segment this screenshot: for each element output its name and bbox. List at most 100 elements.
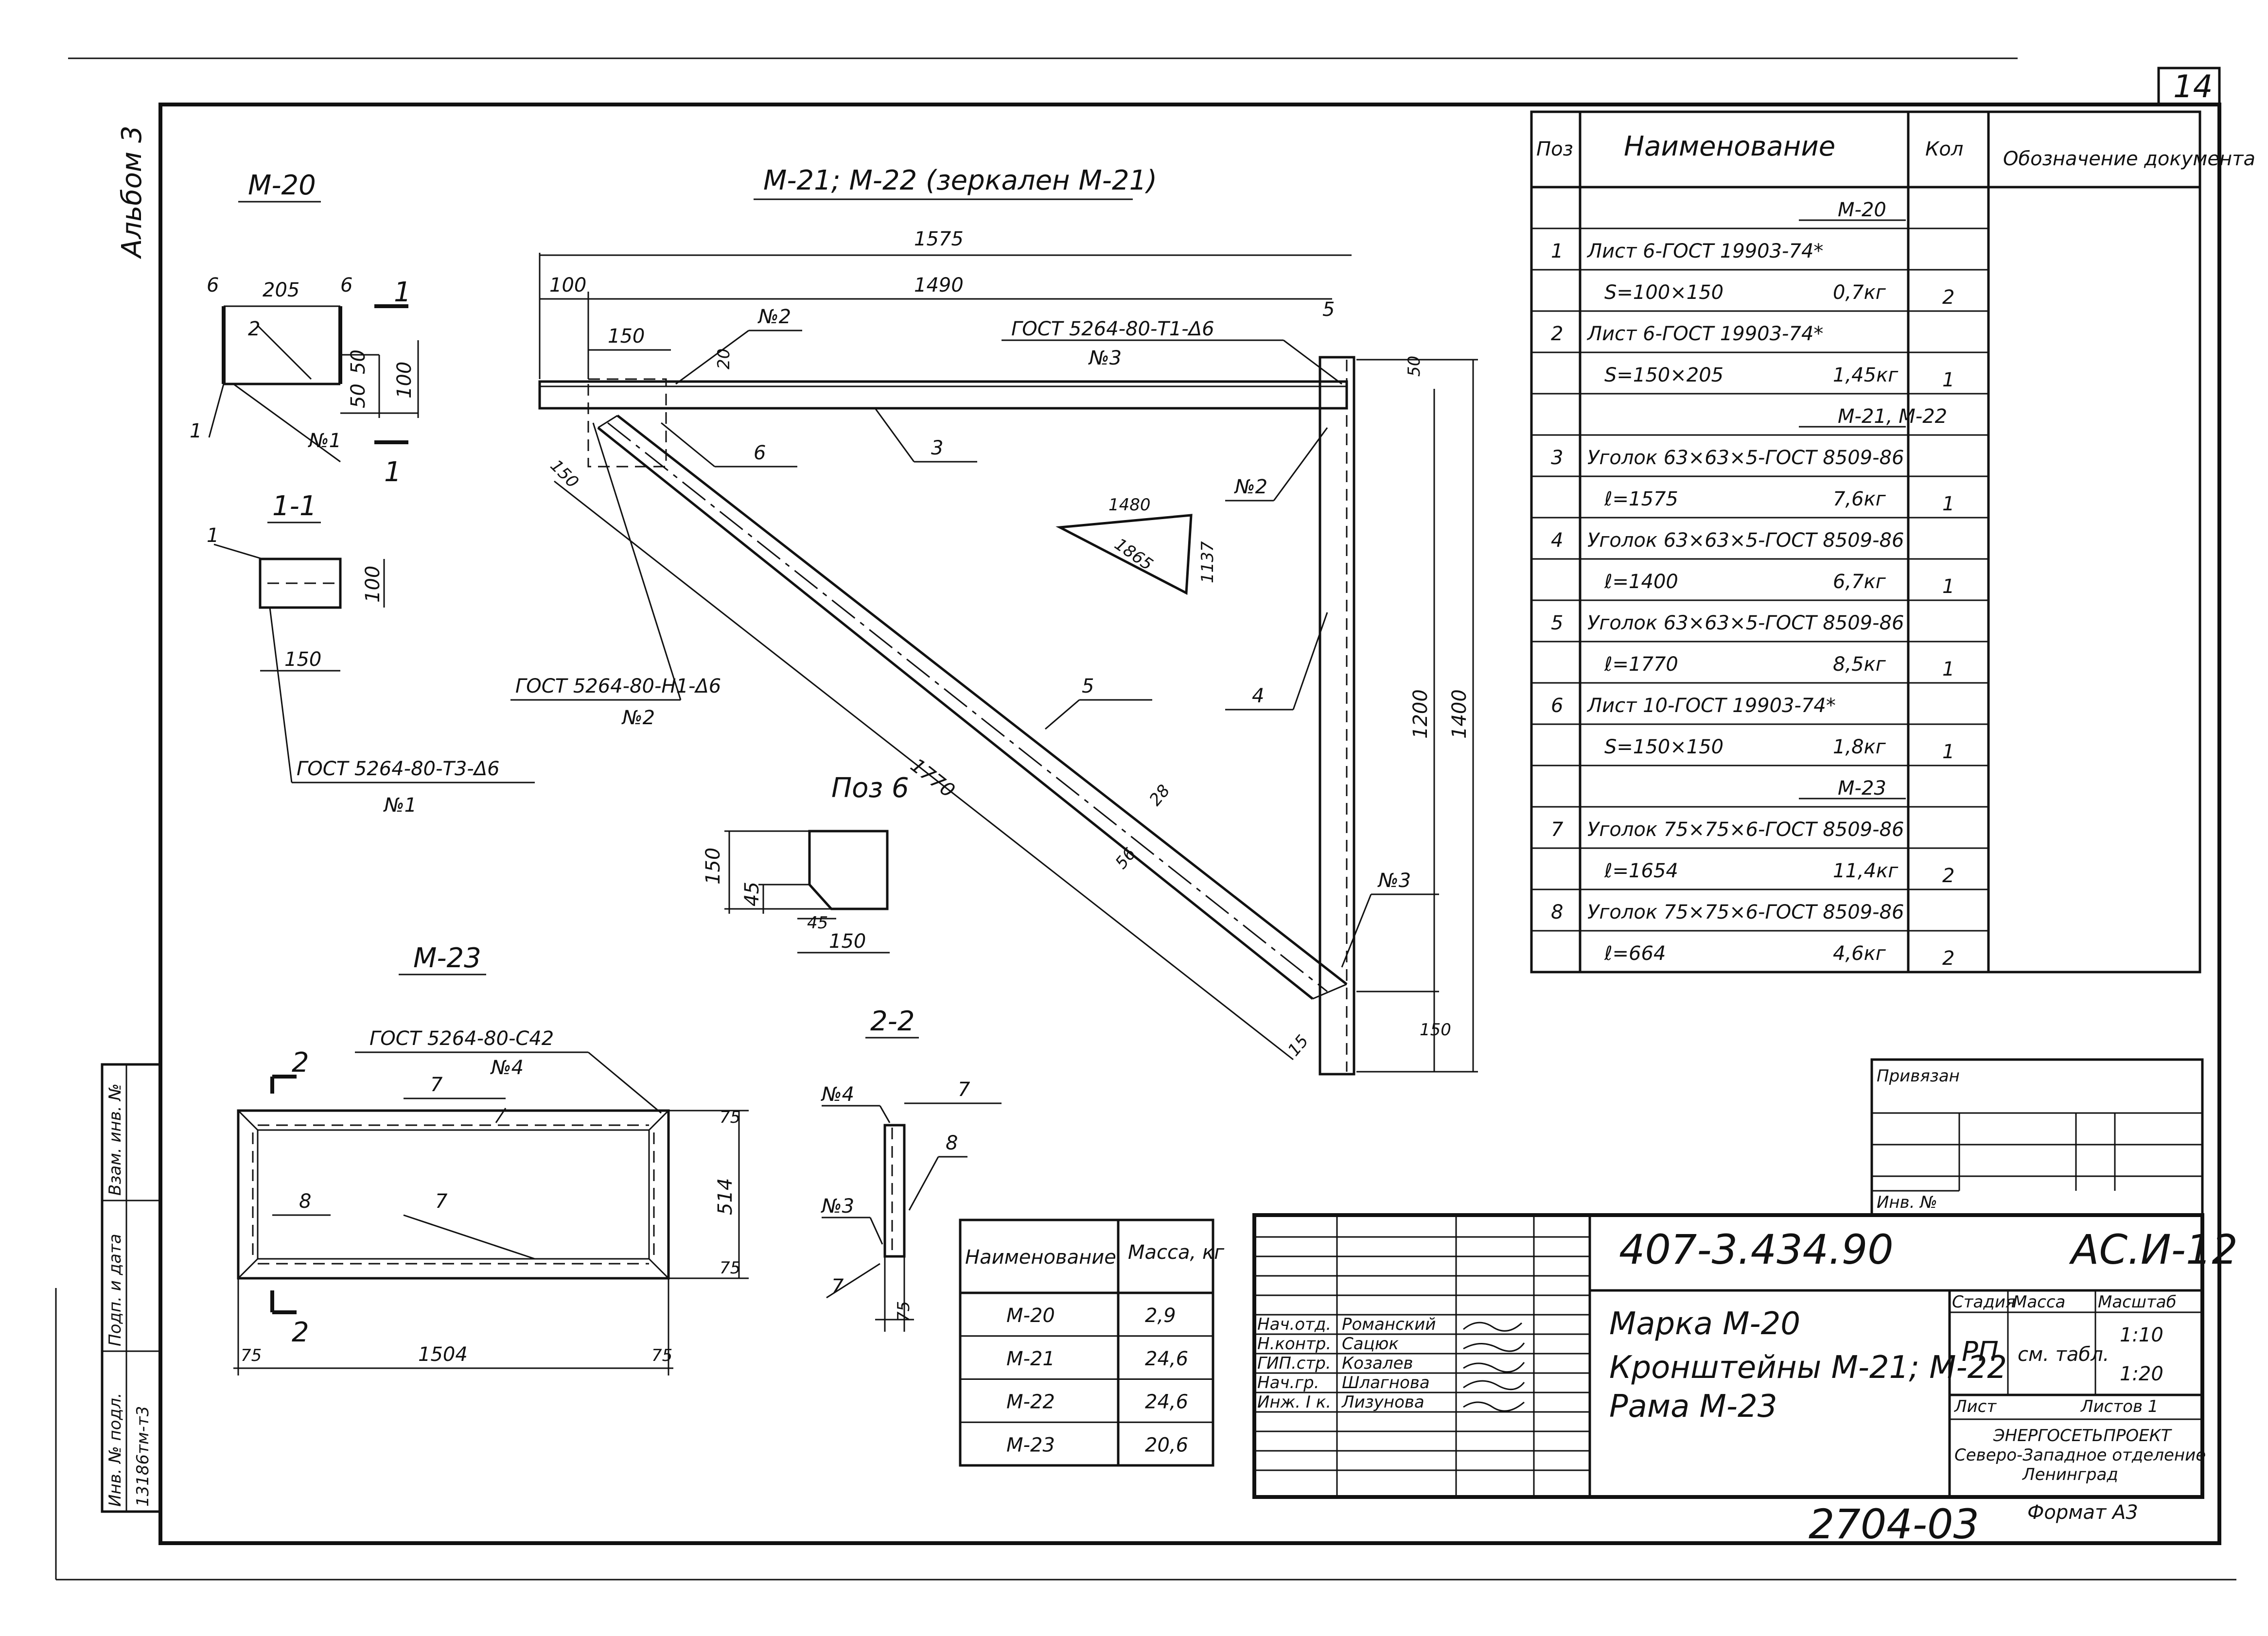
m23-title: М-23 [413,942,481,974]
spec-group-label: М-21, М-22 [1838,405,1947,428]
m20-section-label: 1 [207,524,219,547]
m20-weld-mark: №1 [383,794,417,817]
spec-mass: 0,7кг [1833,281,1886,304]
privyazan-title: Привязан [1877,1066,1960,1086]
sig-name: Козалев [1342,1354,1413,1373]
spec-pos: 7 [1551,818,1564,841]
m20-dim: 205 [263,279,299,301]
spec-name: Лист 6-ГОСТ 19903-74* [1586,240,1823,262]
m23-dim: 75 [241,1346,262,1365]
format-label: Формат А3 [2027,1501,2138,1524]
m20-section-title: 1-1 [272,490,316,522]
spec-pos: 1 [1551,240,1563,262]
m20-section-dim: 150 [284,648,321,671]
m21-gusset [587,378,667,468]
scale-value: 1:10 [2120,1324,2163,1346]
pos6-dim: 150 [702,848,724,885]
signature-scribble [1463,1380,1525,1391]
m20-section-dim: 100 [362,566,384,603]
spec-header-name: Наименование [1624,131,1835,162]
mass-header: Масса [2013,1292,2065,1312]
sig-role: Нач.гр. [1257,1373,1319,1392]
org-line: Ленинград [2022,1465,2118,1484]
m23-label: 7 [435,1190,448,1213]
m21-dim: 1400 [1448,689,1471,739]
stage-header: Стадия [1952,1292,2015,1312]
m20-label: 2 [248,318,260,340]
m23-frame-inner [257,1129,650,1260]
m23-leader-7b [403,1214,535,1260]
m21-top-angle [538,380,1348,410]
m21-dim: 20 [714,348,734,369]
m20-label: 1 [190,420,202,442]
m23-frame-outer [237,1109,670,1280]
m21-leader-6 [661,422,715,468]
sig-role: Инж. I к. [1257,1392,1331,1412]
m23-weld-leader [588,1051,662,1114]
m21-label: 5 [1082,675,1094,697]
m20-section-leader [213,543,263,560]
sig-name: Лизунова [1341,1392,1424,1412]
spec-size: S=150×150 [1604,736,1723,758]
m23-dim: 1504 [418,1343,468,1366]
m21-dim: 1137 [1198,541,1217,583]
sec22-leader [869,1217,883,1245]
m20-dim: 50 [347,349,369,374]
album-label: Альбом 3 [116,125,148,259]
sec22-dim: 75 [894,1301,914,1322]
view-pos6: Поз 6 150 45 45 150 [702,772,909,954]
m20-section-rect [259,557,342,609]
m21-dim: 150 [546,456,582,492]
m21-vertical-angle [1319,356,1355,1076]
privyazan-inv: Инв. № [1877,1193,1937,1212]
m21-label: 3 [931,437,943,459]
spec-mass: 1,45кг [1833,364,1899,386]
m23-weld-mark: №4 [490,1057,524,1079]
spec-qty: 1 [1942,575,1954,598]
mass-row-value: 24,6 [1145,1348,1188,1370]
title-line-1: Марка М-20 [1609,1306,1800,1342]
m21-diagonal-end [1312,983,1347,1000]
mass-header-name: Наименование [965,1246,1116,1269]
m20-dim: 50 [347,383,369,408]
doc-code: 407-3.434.90 [1619,1226,1894,1273]
spec-mass: 1,8кг [1833,736,1886,758]
m23-label: 7 [430,1074,443,1096]
spec-qty: 2 [1942,865,1954,887]
scale-header: Масштаб [2098,1292,2177,1312]
m21-weld-mark: №2 [757,306,791,328]
m21-weld-mark: №3 [1377,870,1411,892]
m20-dim: 6 [207,274,219,296]
m21-dim: 150 [608,325,645,348]
signature-scribble [1463,1342,1525,1352]
spec-mass: 6,7кг [1833,571,1886,593]
page-number: 14 [2173,69,2213,105]
m21-leader-n2 [675,330,749,385]
title-line-2: Кронштейны М-21; М-22 [1609,1350,2007,1386]
spec-header-pos: Поз [1536,138,1573,160]
mass-row-value: 20,6 [1145,1434,1188,1456]
title-block: Нач.отд. Романский Н.контр. Сацюк ГИП.ст… [1252,1213,2238,1499]
m21-slope-triangle [1055,514,1193,595]
sec22-leader [908,1156,939,1211]
m20-leader [233,383,341,463]
m21-weld-mark-top: №3 [1088,347,1122,369]
m23-corner [237,1258,259,1279]
pos6-dim: 150 [829,930,866,953]
m21-weld-leader-left [592,422,682,700]
pos6-plate [808,830,889,910]
spec-qty: 1 [1942,658,1954,680]
mass-row-value: 2,9 [1145,1305,1176,1327]
m20-section-mark: 1 [394,277,411,308]
m23-dim: 75 [651,1346,672,1365]
m20-section-mark: 1 [384,456,402,488]
m21-dim: 1575 [914,228,964,250]
org-line: ЭНЕРГОСЕТЬПРОЕКТ [1993,1426,2172,1445]
m21-dim: 100 [549,274,586,296]
m21-dim: 1480 [1108,495,1151,515]
m21-dim: 1490 [914,274,964,296]
spec-header-doc: Обозначение документа [2003,148,2255,170]
sec22-title: 2-2 [870,1006,914,1037]
spec-size: S=100×150 [1604,281,1723,304]
